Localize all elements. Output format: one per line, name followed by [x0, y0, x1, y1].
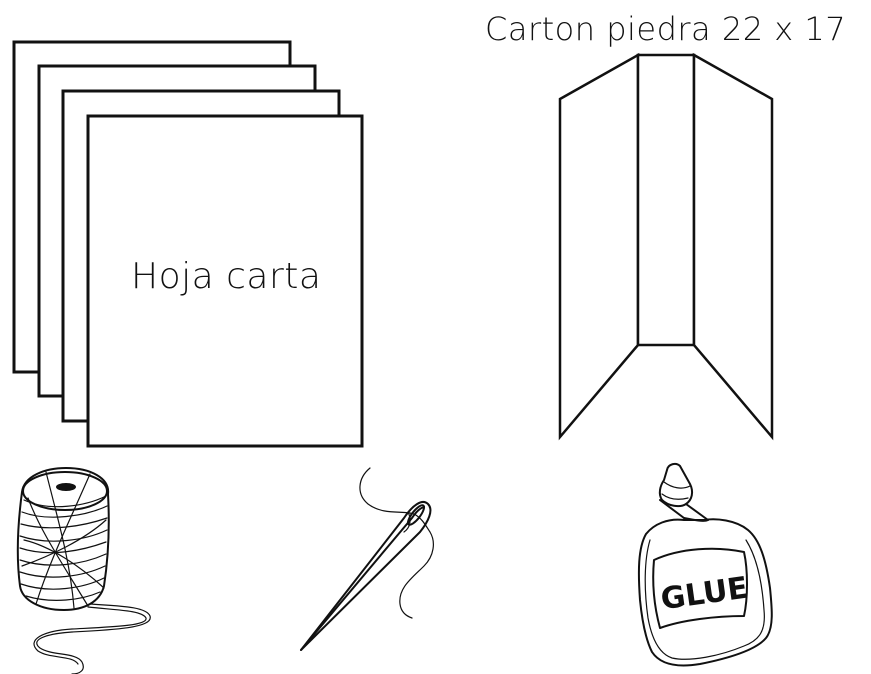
spool-body: [16, 467, 110, 611]
glue-cap: [658, 462, 709, 522]
paper-label: Hoja carta: [131, 256, 322, 297]
loose-thread: [33, 603, 151, 674]
glue-label: GLUE: [652, 547, 751, 629]
cardboard-right-panel: [692, 52, 774, 441]
needle-thread: [359, 467, 434, 619]
glue-body: [637, 518, 773, 667]
paper-sheet: [86, 114, 364, 448]
glue-label-text: GLUE: [659, 571, 751, 618]
cardboard-label: Carton piedra 22 x 17: [485, 10, 847, 48]
